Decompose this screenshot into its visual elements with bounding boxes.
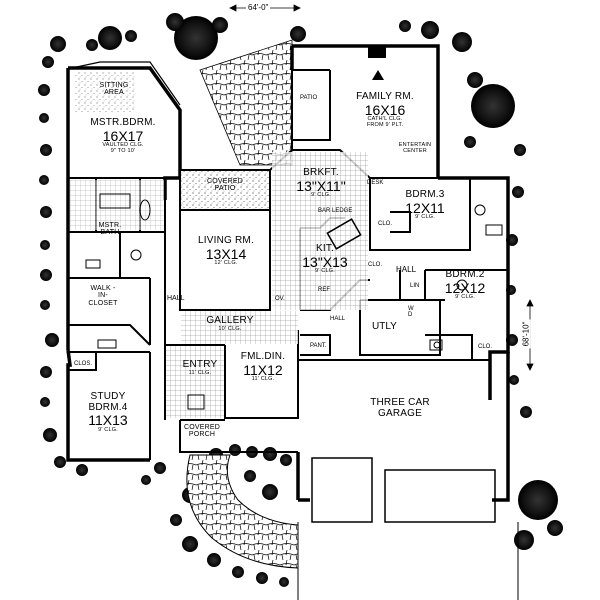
formal-dining-size: 11X12: [243, 361, 283, 378]
washer-dryer-label: W D: [408, 306, 414, 318]
walk-in-closet-label: WALK -IN- CLOSET: [88, 285, 118, 307]
family-room-ceiling: CATH'L CLG.: [367, 116, 403, 123]
driveway: [297, 522, 519, 600]
patio-stipple: [181, 171, 269, 209]
gallery-label: GALLERY 10' CLG.: [200, 315, 260, 332]
utility-label: UTLY: [372, 321, 397, 332]
study-closet-label: CLOS.: [74, 361, 93, 367]
patio-label: PATIO: [300, 95, 318, 101]
bdrm3-label: BDRM.3 12X11 9' CLG.: [385, 189, 465, 221]
brkft-size: 13"X11": [296, 177, 346, 194]
entry-tile-floor: [166, 346, 224, 418]
sitting-area-label: SITTING AREA: [99, 82, 129, 97]
study-label: STUDY BDRM.4 11X13 9' CLG.: [78, 391, 138, 433]
master-bedroom-size: 16X17: [102, 127, 144, 144]
covered-patio-label: COVERED PATIO: [206, 178, 244, 193]
depth-dimension-label: 68'-10": [521, 319, 531, 349]
hall-mid-label: HALL: [330, 316, 346, 322]
master-bedroom-label: MSTR.BDRM. 16X17 VAULTED CLG. 9" TO 10': [78, 117, 168, 155]
brkft-ceiling: 9' CLG.: [311, 192, 331, 199]
master-bath-label: MSTR. BATH: [98, 222, 122, 237]
linen-label: LIN: [410, 283, 420, 289]
entry-name: ENTRY: [182, 359, 218, 370]
kitchen-size: 13"X13: [302, 253, 348, 270]
bdrm3-size: 12X11: [405, 199, 445, 216]
bath-tile-floor: [70, 180, 164, 230]
bdrm2-ceiling: 9' CLG.: [455, 294, 475, 301]
formal-dining-name: FML.DIN.: [240, 351, 286, 362]
study-alt-name: BDRM.4: [88, 401, 128, 413]
pantry-label: PANT.: [310, 343, 327, 349]
master-bay-window: [71, 61, 181, 106]
fireplace: [368, 46, 386, 58]
bdrm2-label: BDRM.2 12X12 9' CLG.: [430, 269, 500, 301]
bdrm3-closet-label: CLO.: [378, 221, 393, 227]
master-bedroom-ceiling-range: 9" TO 10': [110, 147, 136, 154]
kitchen-ceiling: 9' CLG.: [315, 268, 335, 275]
family-room-size: 16X16: [364, 101, 406, 118]
formal-dining-label: FML.DIN. 11X12 11' CLG.: [230, 351, 296, 383]
fixtures: [85, 193, 503, 410]
bdrm3-name: BDRM.3: [405, 189, 445, 200]
kitchen-name: KIT.: [315, 243, 335, 254]
garage-label: THREE CAR GARAGE: [350, 397, 450, 419]
bdrm3-ceiling: 9' CLG.: [415, 214, 435, 221]
covered-porch-label: COVERED PORCH: [183, 424, 221, 439]
rear-landscape-bed: [199, 39, 293, 166]
family-room-label: FAMILY RM. 16X16 CATH'L CLG. FROM 9' PLT…: [340, 91, 430, 129]
kitchen-island: [326, 218, 362, 250]
fireplace-arrow: [372, 70, 384, 80]
bar-ledge-label: BAR LEDGE: [318, 208, 353, 214]
master-bedroom-ceiling: VAULTED CLG.: [102, 142, 144, 149]
living-room-size: 13X14: [205, 245, 247, 262]
gallery-ceiling: 10' CLG.: [218, 325, 242, 332]
garage-name-line2: GARAGE: [378, 407, 422, 419]
kitchen-label: KIT. 13"X13 9' CLG.: [290, 243, 360, 275]
living-room-label: LIVING RM. 13X14 12' CLG.: [186, 235, 266, 267]
garage-name-line1: THREE CAR: [370, 397, 430, 408]
brkft-tile-floor: [272, 152, 368, 310]
hall-right-label: HALL: [396, 265, 417, 274]
oven-label: OV.: [275, 296, 285, 302]
formal-dining-ceiling: 11' CLG.: [251, 376, 275, 383]
entertain-center-label: ENTERTAIN CENTER: [398, 142, 432, 154]
brkft-label: BRKFT. 13"X11" 9' CLG.: [282, 167, 360, 199]
entry-ceiling: 11' CLG.: [188, 369, 212, 376]
garage-doors: [311, 457, 496, 523]
living-room-ceiling: 12' CLG.: [214, 260, 238, 267]
gallery-tile-floor: [181, 311, 298, 344]
gallery-name: GALLERY: [206, 315, 254, 326]
kitchen-closet-label: CLO.: [368, 262, 383, 268]
bdrm2-closet-label: CLO.: [478, 344, 493, 350]
bdrm2-size: 12X12: [444, 279, 486, 296]
study-ceiling: 9' CLG.: [98, 426, 118, 433]
width-dimension-label: 64'-0": [246, 3, 271, 12]
landscaping: [38, 13, 563, 587]
study-name: STUDY: [90, 391, 126, 402]
sitting-area-stipple: [75, 72, 135, 112]
desk-label: DESK: [367, 180, 384, 186]
brkft-name: BRKFT.: [303, 167, 339, 178]
living-room-name: LIVING RM.: [198, 235, 254, 246]
family-room-ceiling-from: FROM 9' PLT.: [366, 121, 404, 128]
hall-left-label: HALL: [167, 295, 185, 302]
study-size: 11X13: [88, 412, 128, 428]
family-room-name: FAMILY RM.: [356, 91, 414, 102]
front-walkway: [186, 454, 299, 569]
ref-label: REF: [318, 287, 330, 293]
entry-label: ENTRY 11' CLG.: [180, 359, 220, 376]
master-bedroom-name: MSTR.BDRM.: [90, 117, 156, 128]
bdrm2-name: BDRM.2: [445, 269, 485, 280]
